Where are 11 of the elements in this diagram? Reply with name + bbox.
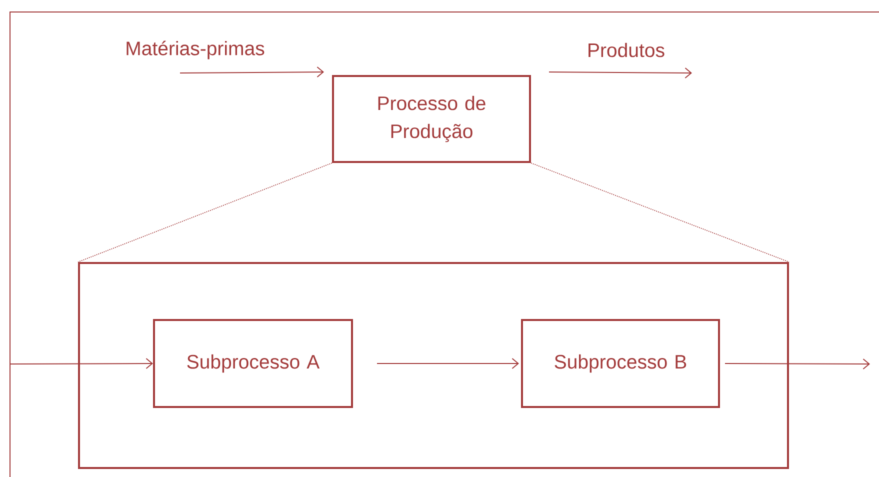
edge-label: Produtos (586, 42, 666, 58)
arrow (180, 66, 324, 78)
edge-label: Matérias-primas (124, 40, 266, 60)
arrow (724, 358, 870, 370)
subprocess-box: Subprocesso B (521, 319, 720, 408)
process-box: Processo de Produção (332, 75, 531, 163)
arrow (10, 358, 154, 370)
arrow (548, 67, 692, 78)
subprocess-box: Subprocesso A (153, 319, 353, 408)
arrow (376, 358, 519, 369)
enclosing-box (78, 262, 789, 469)
